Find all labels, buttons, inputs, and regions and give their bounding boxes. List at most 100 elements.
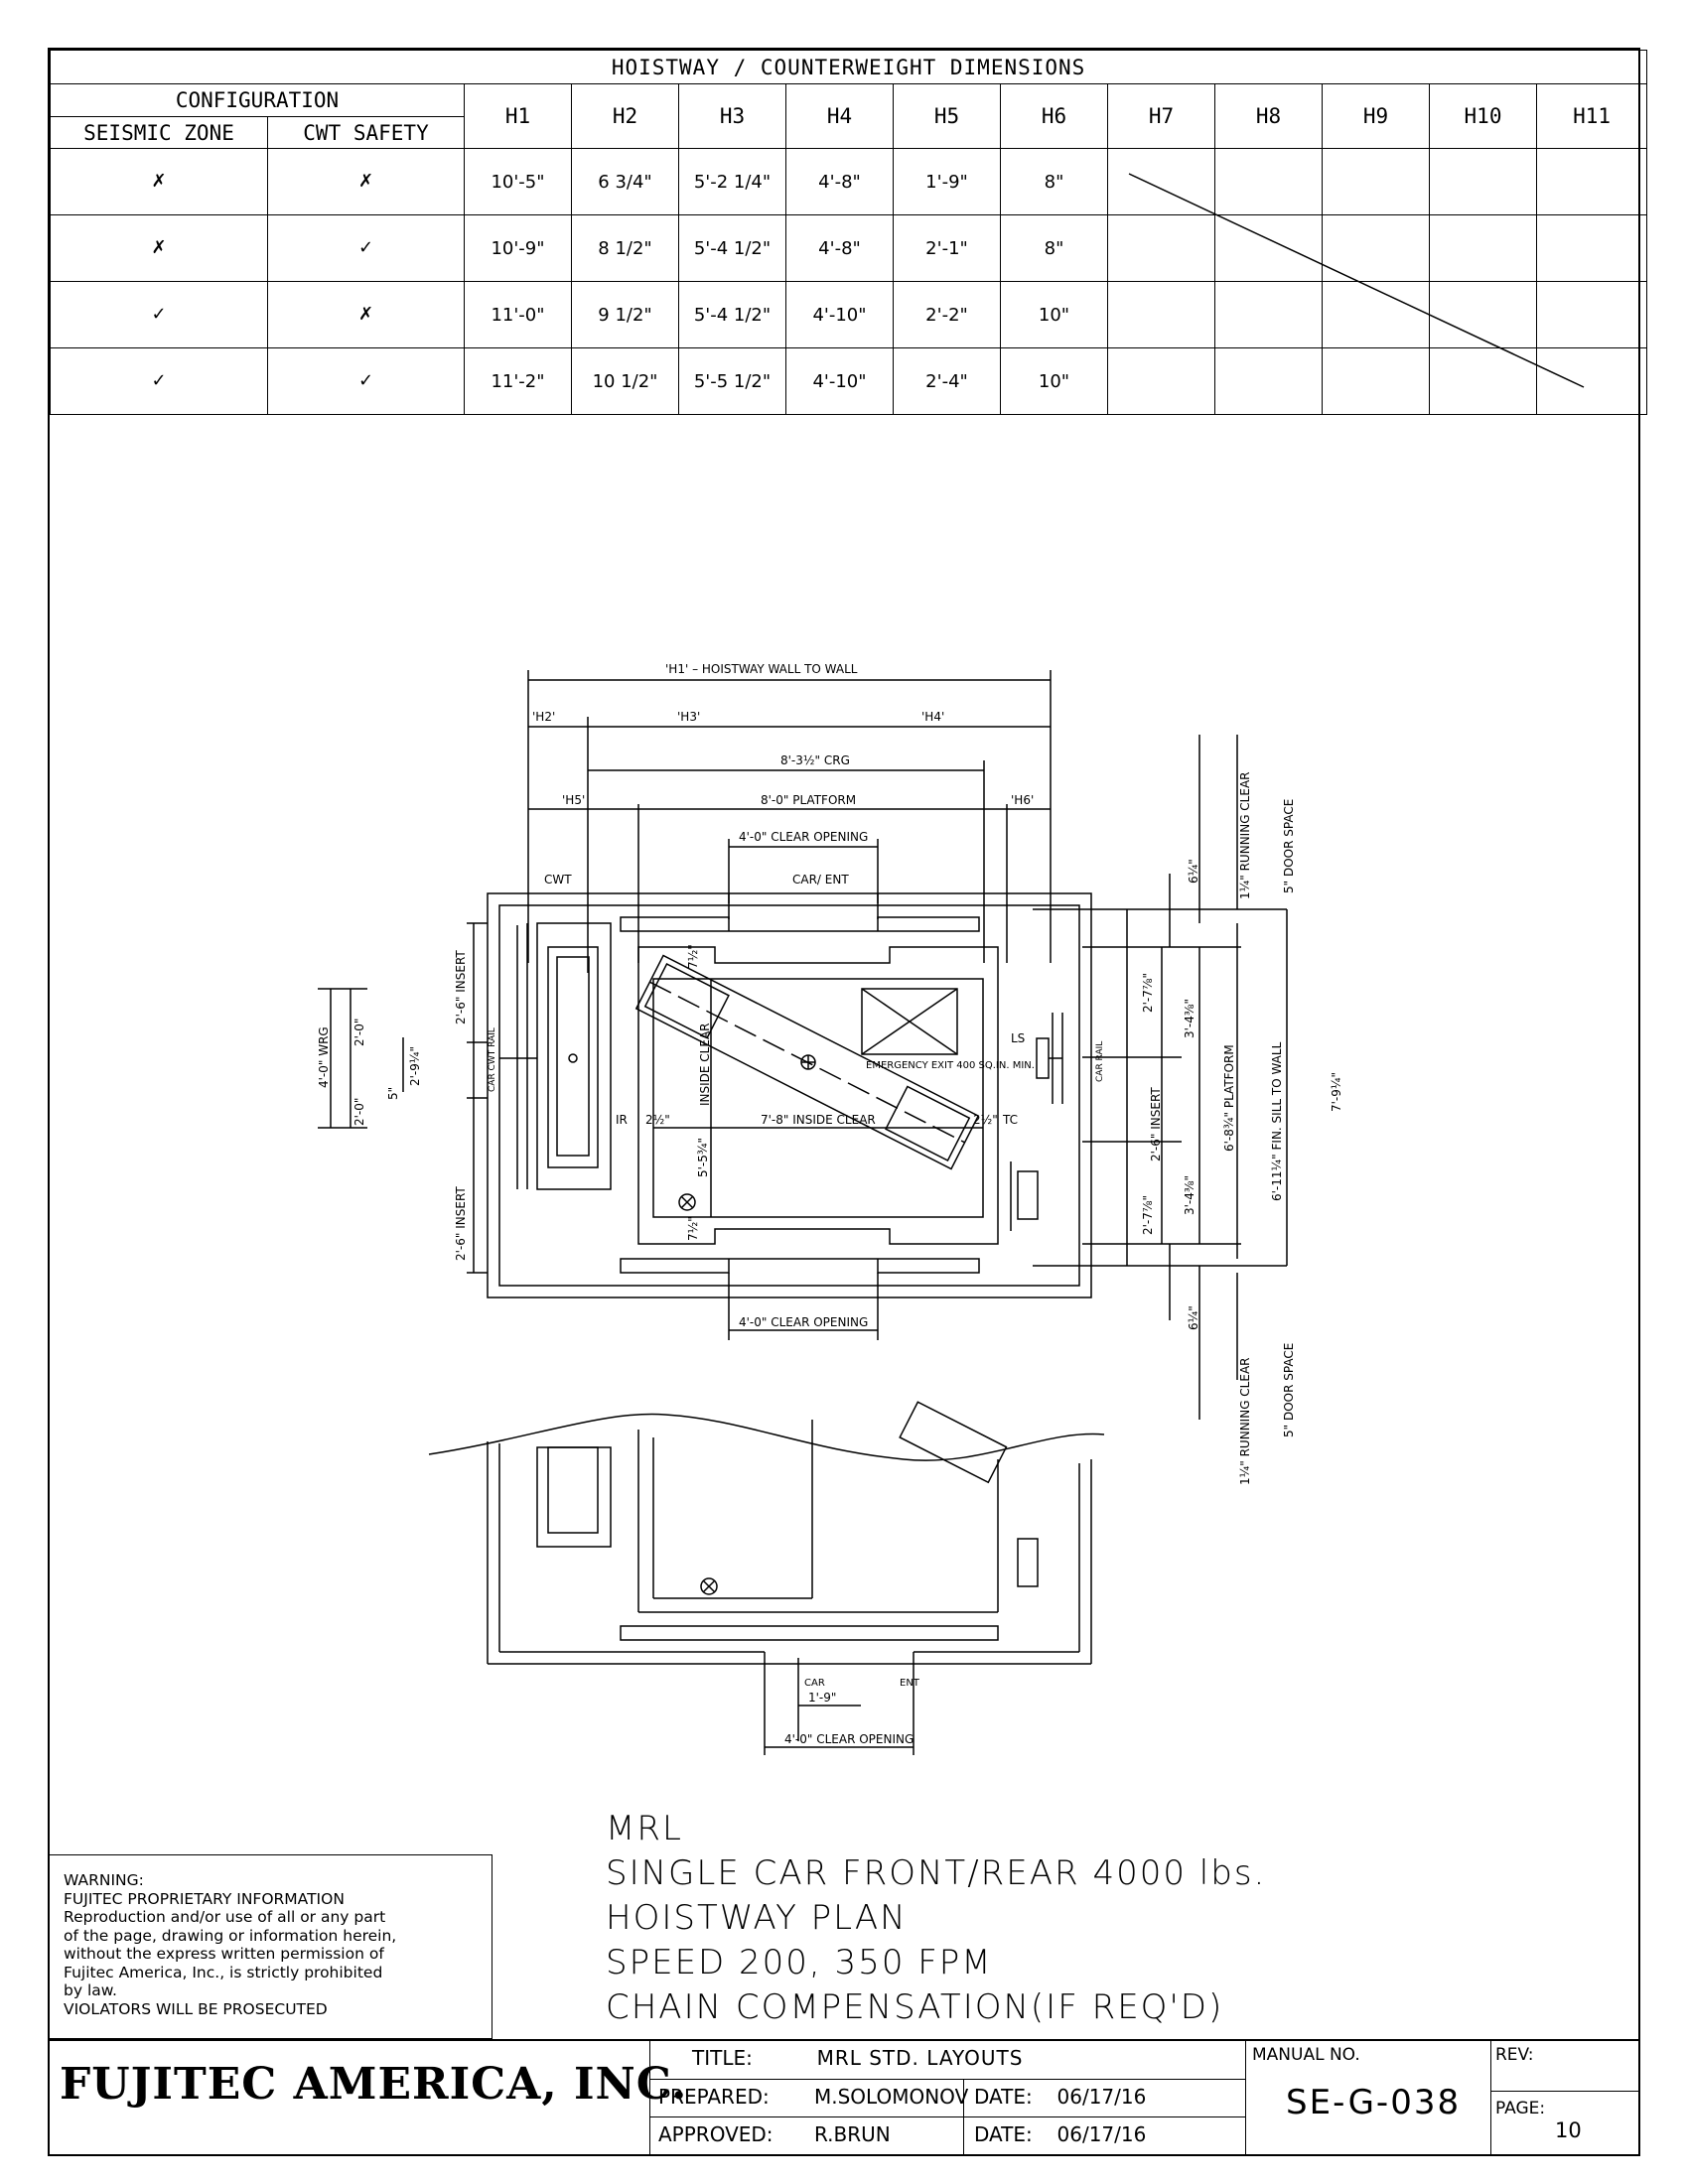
table-cell: 5'-2 1/4" [678, 148, 786, 215]
table-cell: 10" [1000, 281, 1108, 348]
table-title: HOISTWAY / COUNTERWEIGHT DIMENSIONS [49, 50, 1648, 84]
column-header: H11 [1535, 83, 1648, 149]
warning-line: FUJITEC PROPRIETARY INFORMATION [64, 1889, 345, 1908]
rev-label: REV: [1495, 2045, 1534, 2065]
table-cell: 2'-2" [893, 281, 1001, 348]
title-line: SINGLE CAR FRONT/REAR 4000 lbs. [606, 1853, 1267, 1893]
cwt-mark: ✗ [267, 148, 465, 215]
title-label: TITLE: [692, 2046, 753, 2070]
table-cell: 9 1/2" [571, 281, 679, 348]
dim-7-half-bottom: 7½" [686, 1216, 700, 1241]
prepared-label: PREPARED: [658, 2085, 770, 2109]
warning-line: without the express written permission o… [64, 1945, 384, 1963]
table-cell: 2'-4" [893, 347, 1001, 415]
drawing-sheet: HOISTWAY / COUNTERWEIGHT DIMENSIONS CONF… [48, 48, 1648, 2156]
column-header: H4 [785, 83, 894, 149]
h5-label: 'H5' [562, 793, 585, 807]
running-clear-bottom: 1¼" RUNNING CLEAR [1238, 1358, 1252, 1486]
emergency-exit-label: EMERGENCY EXIT 400 SQ.IN. MIN. [866, 1060, 1035, 1071]
seismic-mark: ✓ [50, 281, 268, 348]
running-clear-top: 1¼" RUNNING CLEAR [1238, 772, 1252, 900]
date-label: DATE: [974, 2122, 1033, 2146]
h6-label: 'H6' [1011, 793, 1034, 807]
wrg-label: 4'-0" WRG [317, 1026, 331, 1088]
manual-label: MANUAL NO. [1252, 2045, 1360, 2065]
table-row: ✗ ✓ 10'-9" 8 1/2" 5'-4 1/2" 4'-8" 2'-1" … [50, 214, 1648, 282]
inside-clear-dim: 5'-5¾" [696, 1138, 710, 1177]
detail-ent-label: ENT [900, 1678, 920, 1689]
date-label: DATE: [974, 2085, 1033, 2109]
column-header: H9 [1322, 83, 1430, 149]
table-cell: 11'-2" [464, 347, 572, 415]
warning-line: by law. [64, 1981, 117, 1999]
h2-label: 'H2' [532, 710, 555, 724]
right-insert-label: 2'-6" INSERT [1149, 1087, 1163, 1161]
prepared-value: M.SOLOMONOV [814, 2085, 969, 2109]
warning-line: of the page, drawing or information here… [64, 1926, 397, 1945]
title-block: FUJITEC AMERICA, INC. TITLE: MRL STD. LA… [50, 2039, 1638, 2156]
approved-date: 06/17/16 [1056, 2122, 1147, 2146]
car-rail-label: CAR RAIL [1095, 1041, 1105, 1082]
dim-2-0-a: 2'-0" [352, 1019, 366, 1046]
manual-value: SE-G-038 [1286, 2083, 1462, 2122]
platform-label: 8'-0" PLATFORM [761, 793, 856, 807]
h4-label: 'H4' [921, 710, 944, 724]
table-row: ✗ ✗ 10'-5" 6 3/4" 5'-2 1/4" 4'-8" 1'-9" … [50, 148, 1648, 215]
table-cell: 5'-4 1/2" [678, 214, 786, 282]
warning-line: VIOLATORS WILL BE PROSECUTED [64, 1999, 328, 2018]
crg-label: 8'-3½" CRG [780, 753, 850, 767]
seismic-mark: ✗ [50, 214, 268, 282]
insert-bottom-label: 2'-6" INSERT [454, 1186, 468, 1261]
warning-line: WARNING: [64, 1871, 144, 1889]
clear-opening-top: 4'-0" CLEAR OPENING [739, 830, 868, 844]
ir-label: IR [616, 1113, 628, 1127]
car-ent-label: CAR/ ENT [792, 873, 849, 887]
dimensions-table: HOISTWAY / COUNTERWEIGHT DIMENSIONS CONF… [49, 50, 1648, 415]
warning-line: Fujitec America, Inc., is strictly prohi… [64, 1963, 383, 1981]
dim-6-quarter-top: 6¼" [1187, 859, 1200, 884]
door-space-top: 5" DOOR SPACE [1282, 799, 1296, 893]
dim-2-half-left: 2½" [645, 1113, 670, 1127]
dim-2-half-right: 2½" [973, 1113, 998, 1127]
tc-label: TC [1002, 1113, 1018, 1127]
h1-label: 'H1' – HOISTWAY WALL TO WALL [665, 662, 858, 676]
table-strike-line [1128, 173, 1585, 388]
page-value: 10 [1555, 2118, 1582, 2142]
configuration-header: CONFIGURATION [50, 83, 465, 117]
approved-label: APPROVED: [658, 2122, 774, 2146]
seismic-mark: ✓ [50, 347, 268, 415]
table-cell: 10'-9" [464, 214, 572, 282]
table-row: ✓ ✗ 11'-0" 9 1/2" 5'-4 1/2" 4'-10" 2'-2"… [50, 281, 1648, 348]
hoistway-plan-drawing: 'H1' – HOISTWAY WALL TO WALL 'H2' 'H3' '… [317, 173, 1585, 1755]
page-label: PAGE: [1495, 2099, 1546, 2118]
dim-2-7-bottom: 2'-7⅞" [1141, 1195, 1155, 1235]
insert-top-label: 2'-6" INSERT [454, 950, 468, 1024]
prepared-date: 06/17/16 [1056, 2085, 1147, 2109]
inside-clear-vertical: INSIDE CLEAR [698, 1023, 712, 1106]
dim-3-4-bottom: 3'-4⅜" [1183, 1175, 1196, 1215]
warning-line: Reproduction and/or use of all or any pa… [64, 1908, 386, 1926]
detail-car-label: CAR [804, 1678, 825, 1689]
proprietary-warning: WARNING: FUJITEC PROPRIETARY INFORMATION… [50, 1854, 492, 2039]
table-cell: 11'-0" [464, 281, 572, 348]
title-line: CHAIN COMPENSATION(IF REQ'D) [606, 1987, 1224, 2027]
h3-label: 'H3' [677, 710, 700, 724]
dim-2-7-top: 2'-7⅞" [1141, 973, 1155, 1013]
sill-label: 6'-11¼" FIN. SILL TO WALL [1270, 1041, 1284, 1201]
detail-clear-opening: 4'-0" CLEAR OPENING [784, 1732, 914, 1746]
column-header: H1 [464, 83, 572, 149]
company-logo: FUJITEC AMERICA, INC. [60, 2059, 688, 2110]
title-line: HOISTWAY PLAN [606, 1898, 908, 1938]
ls-label: LS [1011, 1031, 1025, 1045]
dim-3-4-top: 3'-4⅜" [1183, 999, 1196, 1038]
table-cell: 8" [1000, 214, 1108, 282]
cwt-safety-header: CWT SAFETY [267, 116, 465, 149]
table-cell: 10'-5" [464, 148, 572, 215]
dim-2-0-b: 2'-0" [352, 1098, 366, 1126]
table-cell: 5'-5 1/2" [678, 347, 786, 415]
overall-dim: 7'-9¼" [1330, 1072, 1343, 1112]
column-header: H8 [1214, 83, 1323, 149]
table-cell: 2'-1" [893, 214, 1001, 282]
title-line: MRL [606, 1809, 683, 1848]
table-cell: 5'-4 1/2" [678, 281, 786, 348]
